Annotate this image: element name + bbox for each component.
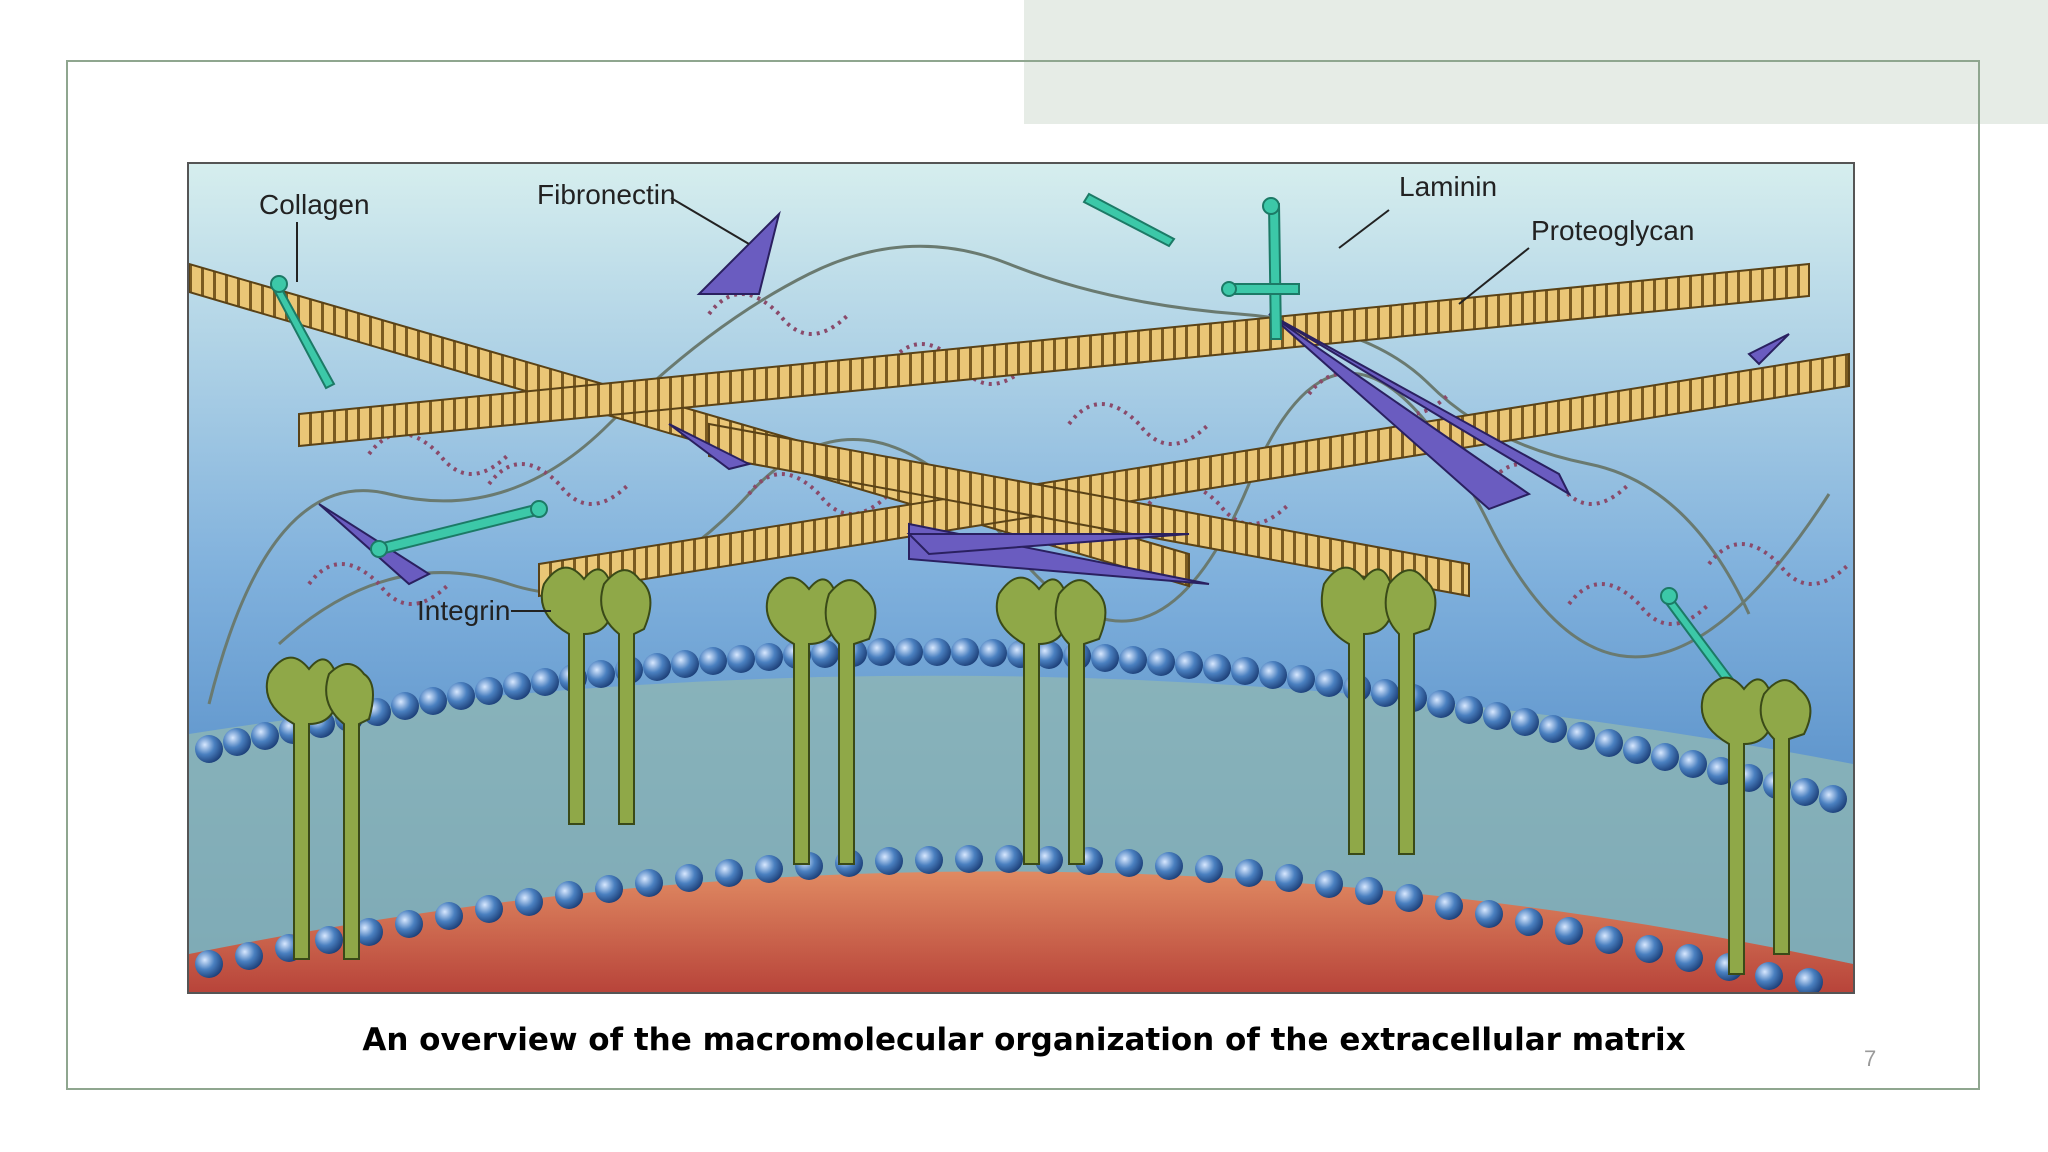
integrin <box>824 579 877 865</box>
integrin <box>1054 579 1107 865</box>
fibronectin <box>1268 313 1532 511</box>
laminin-molecules <box>270 192 1746 701</box>
label-laminin: Laminin <box>1399 171 1497 202</box>
fibronectin <box>906 533 1190 556</box>
fibronectin <box>1747 333 1790 366</box>
collagen-fibril <box>298 262 1810 448</box>
fibronectin <box>668 423 752 471</box>
corner-accent-band <box>1024 0 2048 124</box>
slide-frame <box>66 60 1980 1090</box>
integrin <box>325 663 374 960</box>
laminin <box>1082 192 1176 248</box>
lipid-heads-inner <box>195 845 1823 992</box>
label-collagen: Collagen <box>259 189 370 220</box>
integrin <box>1384 569 1437 855</box>
label-integrin: Integrin <box>417 595 510 626</box>
figure-caption: An overview of the macromolecular organi… <box>362 1022 1686 1058</box>
laminin <box>1228 283 1300 295</box>
integrins <box>265 566 1812 975</box>
laminin <box>1267 203 1283 340</box>
ecm-diagram: Collagen Fibronectin Laminin Proteoglyca… <box>187 162 1855 994</box>
collagen-fibrils <box>189 262 1850 598</box>
label-fibronectin: Fibronectin <box>537 179 676 210</box>
label-proteoglycan: Proteoglycan <box>1531 215 1694 246</box>
integrin <box>1320 566 1396 855</box>
integrin <box>1759 679 1812 955</box>
integrin <box>600 569 652 825</box>
page-number: 7 <box>1864 1046 1877 1071</box>
label-leaders <box>296 197 1530 612</box>
fibronectin <box>696 210 781 295</box>
fibronectin <box>1268 313 1572 497</box>
